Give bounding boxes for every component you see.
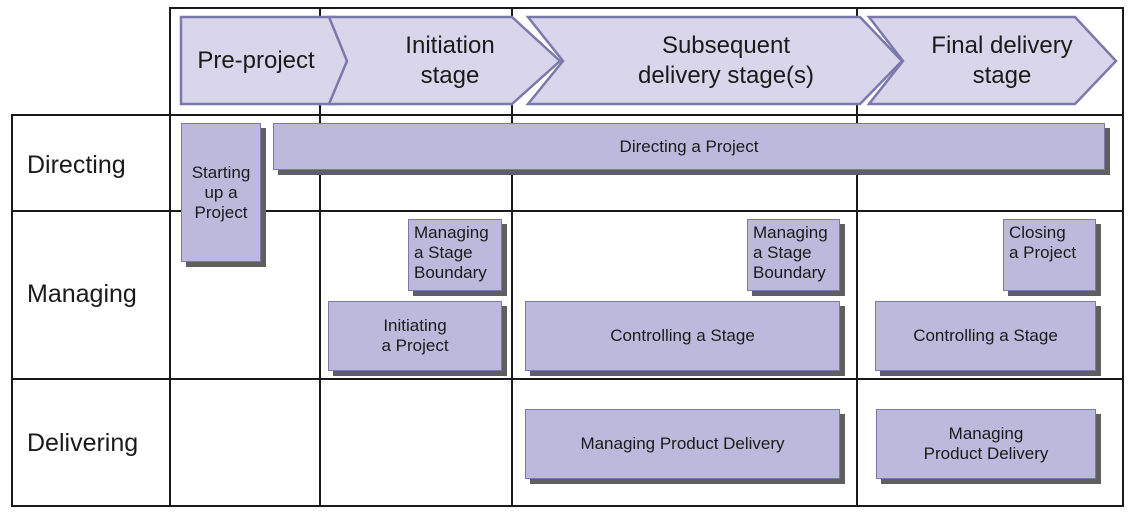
stage-label-initiation: Initiation stage bbox=[405, 31, 495, 89]
stage-arrow-final bbox=[866, 15, 1118, 106]
process-controlling-a-stage-final-label: Controlling a Stage bbox=[913, 326, 1058, 345]
process-managing-a-stage-boundary-initiation-label: Managing a Stage Boundary bbox=[414, 223, 489, 282]
process-managing-product-delivery-subsequent: Managing Product Delivery bbox=[525, 409, 840, 479]
process-closing-a-project: Closing a Project bbox=[1003, 219, 1096, 291]
process-directing-a-project: Directing a Project bbox=[273, 123, 1105, 170]
row-label-delivering: Delivering bbox=[27, 429, 139, 457]
grid-col-line-2 bbox=[319, 7, 321, 507]
stage-label-subsequent: Subsequent delivery stage(s) bbox=[637, 31, 815, 89]
process-managing-product-delivery-final-label: Managing Product Delivery bbox=[923, 424, 1049, 463]
stage-label-pre-project: Pre-project bbox=[197, 46, 315, 74]
stage-arrow-subsequent bbox=[525, 15, 904, 106]
process-managing-product-delivery-subsequent-label: Managing Product Delivery bbox=[580, 434, 785, 453]
grid-row-line-3 bbox=[11, 378, 1124, 380]
process-controlling-a-stage-subsequent-label: Controlling a Stage bbox=[610, 326, 755, 345]
stage-arrow-initiation bbox=[327, 15, 562, 106]
process-managing-a-stage-boundary-subsequent: Managing a Stage Boundary bbox=[747, 219, 840, 291]
process-initiating-a-project: Initiating a Project bbox=[328, 301, 502, 371]
grid-col-line-3 bbox=[511, 7, 513, 507]
grid-top-line bbox=[170, 7, 1124, 9]
row-label-directing: Directing bbox=[27, 151, 126, 179]
grid-col-line-0 bbox=[11, 114, 13, 507]
grid-col-line-1 bbox=[169, 7, 171, 507]
grid-col-line-4 bbox=[856, 7, 858, 507]
process-starting-up-a-project-label: Starting up a Project bbox=[191, 162, 251, 222]
process-managing-a-stage-boundary-initiation: Managing a Stage Boundary bbox=[408, 219, 502, 291]
process-closing-a-project-label: Closing a Project bbox=[1009, 223, 1077, 262]
process-starting-up-a-project: Starting up a Project bbox=[181, 123, 261, 262]
process-directing-a-project-label: Directing a Project bbox=[619, 136, 759, 156]
process-controlling-a-stage-subsequent: Controlling a Stage bbox=[525, 301, 840, 371]
grid-row-line-2 bbox=[11, 210, 1124, 212]
process-controlling-a-stage-final: Controlling a Stage bbox=[875, 301, 1096, 371]
grid-row-line-1 bbox=[11, 114, 1124, 116]
process-managing-product-delivery-final: Managing Product Delivery bbox=[876, 409, 1096, 479]
process-initiating-a-project-label: Initiating a Project bbox=[381, 316, 449, 355]
grid-bottom-line bbox=[11, 505, 1124, 507]
process-managing-a-stage-boundary-subsequent-label: Managing a Stage Boundary bbox=[753, 223, 828, 282]
grid-col-line-5 bbox=[1122, 7, 1124, 507]
stage-label-final: Final delivery stage bbox=[931, 31, 1073, 89]
row-label-managing: Managing bbox=[27, 280, 137, 308]
